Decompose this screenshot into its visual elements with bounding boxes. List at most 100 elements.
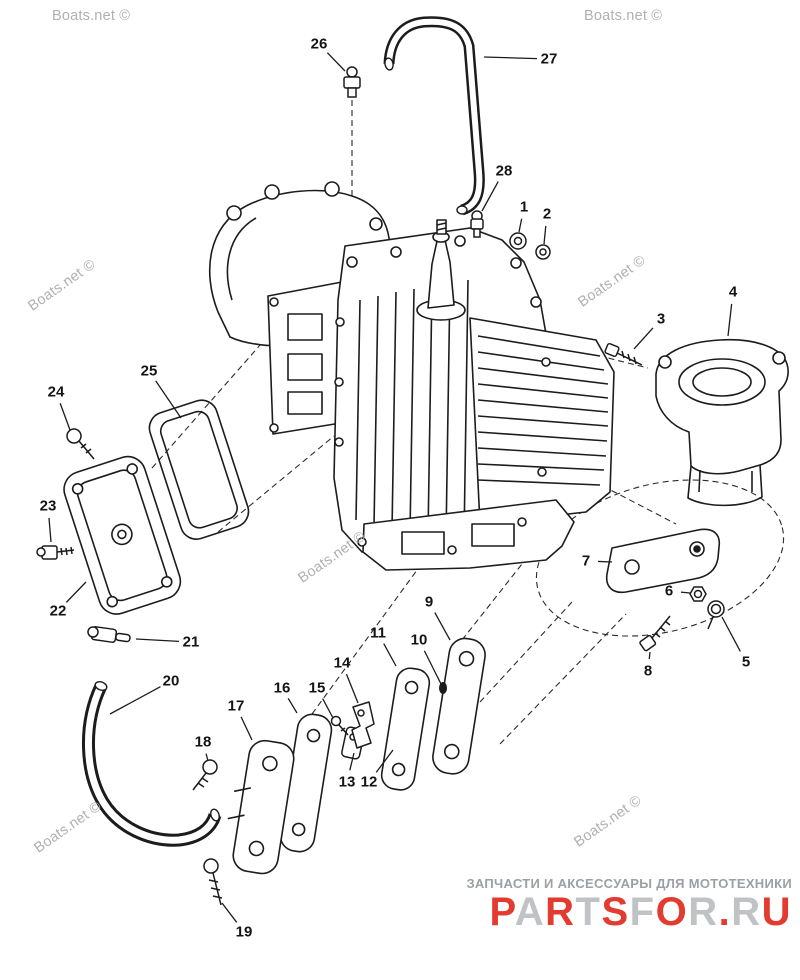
callout-23: 23 xyxy=(39,497,57,515)
nut-1-art xyxy=(509,232,527,250)
leader-line-9 xyxy=(434,612,451,641)
leader-line-24 xyxy=(59,403,71,431)
leader-line-7 xyxy=(597,560,613,563)
logo-letter: R xyxy=(731,890,762,934)
grommet-10-art xyxy=(439,682,447,694)
callout-14: 14 xyxy=(333,654,351,672)
fitting-26-art xyxy=(343,66,361,98)
logo-letter: P xyxy=(489,890,515,934)
callout-19: 19 xyxy=(235,923,253,941)
leader-line-20 xyxy=(109,686,161,715)
callout-2: 2 xyxy=(542,205,552,223)
bolt-18-art xyxy=(192,759,218,791)
logo-letter: O xyxy=(655,890,689,934)
logo-letter: F xyxy=(629,890,656,934)
logo-letter: S xyxy=(601,890,630,934)
bolt-5-art xyxy=(707,600,725,630)
leader-line-10 xyxy=(423,650,442,685)
leader-line-25 xyxy=(155,380,182,419)
leader-line-2 xyxy=(543,225,547,245)
callout-5: 5 xyxy=(741,653,751,671)
leader-line-13 xyxy=(349,752,355,771)
nut-6-art xyxy=(689,586,707,602)
callout-3: 3 xyxy=(656,310,666,328)
logo-letter: R xyxy=(545,890,576,934)
leader-line-14 xyxy=(345,673,359,704)
callout-13: 13 xyxy=(338,773,356,791)
callout-4: 4 xyxy=(728,283,738,301)
leader-line-16 xyxy=(287,697,298,714)
hose-20-art xyxy=(82,681,222,847)
bracket-7-art xyxy=(605,528,721,594)
leader-line-15 xyxy=(322,698,334,719)
callout-12: 12 xyxy=(360,773,378,791)
callout-16: 16 xyxy=(273,679,291,697)
leader-line-4 xyxy=(727,303,733,337)
leader-line-17 xyxy=(240,716,253,741)
leader-line-3 xyxy=(633,327,654,350)
logo-letter: U xyxy=(761,890,792,934)
fitting-28-art xyxy=(470,210,484,238)
leader-lines-layer xyxy=(48,52,741,923)
leader-line-12 xyxy=(375,749,394,773)
callout-10: 10 xyxy=(410,631,428,649)
leader-line-28 xyxy=(481,181,499,212)
leader-line-23 xyxy=(48,517,52,543)
callout-15: 15 xyxy=(308,679,326,697)
callout-22: 22 xyxy=(49,602,67,620)
logo-letter: A xyxy=(514,890,546,934)
callout-26: 26 xyxy=(310,35,328,53)
callout-20: 20 xyxy=(162,672,180,690)
callout-21: 21 xyxy=(182,633,200,651)
leader-line-1 xyxy=(518,218,523,233)
bolt-3-art xyxy=(604,342,643,366)
bracket-17-art xyxy=(227,739,295,875)
leader-line-5 xyxy=(721,616,741,652)
logo-letter: R xyxy=(688,890,719,934)
bracket-11-art xyxy=(380,667,431,791)
watermark-boatsnet: Boats.net © xyxy=(584,8,663,24)
screw-15-art xyxy=(330,715,349,736)
washer-2-art xyxy=(535,244,551,260)
partsfor-footer: ЗАПЧАСТИ И АКСЕССУАРЫ ДЛЯ МОТОТЕХНИКИ PA… xyxy=(466,876,792,932)
callout-9: 9 xyxy=(424,593,434,611)
watermark-boatsnet: Boats.net © xyxy=(52,8,131,24)
callout-6: 6 xyxy=(664,582,674,600)
logo-letter: . xyxy=(718,890,732,934)
footer-tagline: ЗАПЧАСТИ И АКСЕССУАРЫ ДЛЯ МОТОТЕХНИКИ xyxy=(466,876,792,891)
callout-11: 11 xyxy=(370,624,386,642)
leader-line-26 xyxy=(326,52,346,72)
callout-8: 8 xyxy=(643,662,653,680)
callout-28: 28 xyxy=(495,162,513,180)
leader-line-18 xyxy=(205,753,209,762)
engine-block-art xyxy=(208,181,615,571)
clip-14-art xyxy=(351,701,375,749)
callout-17: 17 xyxy=(227,697,245,715)
callout-7: 7 xyxy=(581,552,591,570)
mount-bracket-4-art xyxy=(655,338,789,507)
fitting-23-art xyxy=(36,545,75,560)
partsfor-logo: PARTSFOR.RU xyxy=(466,892,792,932)
leader-line-21 xyxy=(135,638,180,642)
callout-24: 24 xyxy=(47,383,65,401)
leader-line-19 xyxy=(221,902,238,923)
cover-22-art xyxy=(63,455,182,615)
bracket-9-art xyxy=(432,637,486,775)
callout-25: 25 xyxy=(140,362,158,380)
screw-24-art xyxy=(66,428,95,460)
leader-line-8 xyxy=(648,651,651,660)
gasket-25-art xyxy=(148,399,250,540)
leader-line-27 xyxy=(483,56,538,60)
leader-line-22 xyxy=(65,581,87,603)
bolt-8-art xyxy=(639,615,671,652)
callout-27: 27 xyxy=(540,50,558,68)
callout-1: 1 xyxy=(519,198,529,216)
leader-line-11 xyxy=(383,643,397,667)
bolt-19-art xyxy=(203,858,223,906)
hose-27-art xyxy=(383,16,485,216)
projection-lines xyxy=(151,100,785,745)
fitting-21-art xyxy=(87,626,131,643)
callout-18: 18 xyxy=(194,733,212,751)
